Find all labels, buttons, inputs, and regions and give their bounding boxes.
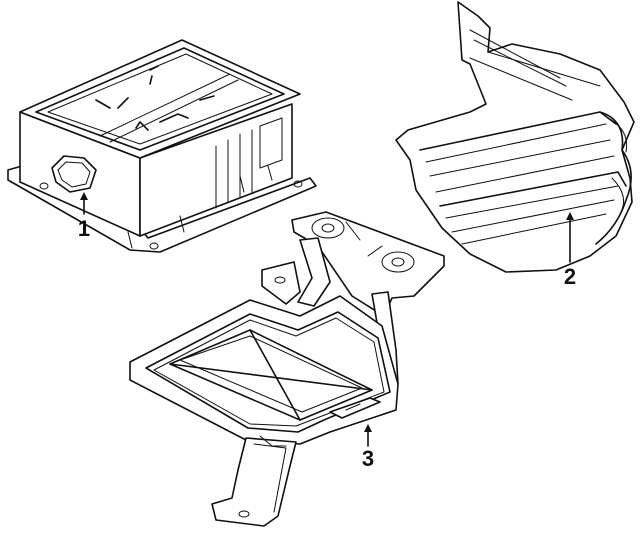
part-3-bracket (129, 211, 445, 527)
part-1-control-module (7, 39, 317, 253)
callout-1: 1 (78, 192, 90, 241)
callout-2-arrowhead (566, 212, 574, 220)
callout-3-label: 3 (362, 446, 374, 471)
part-2-cover (395, 1, 635, 273)
callout-1-label: 1 (78, 216, 90, 241)
callout-3-arrowhead (364, 424, 372, 432)
callout-3: 3 (362, 424, 374, 471)
callout-2: 2 (564, 212, 576, 289)
callout-2-label: 2 (564, 264, 576, 289)
callout-1-arrowhead (80, 192, 88, 200)
